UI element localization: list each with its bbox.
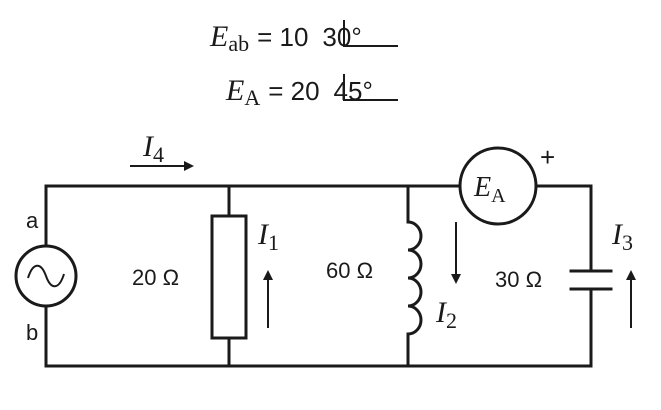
angle-bracket-ea [343, 74, 398, 101]
resistor-body [210, 214, 248, 340]
meter-circle [458, 146, 538, 226]
sine-wave-icon [27, 264, 65, 288]
current-i3: I3 [611, 218, 636, 328]
current-i2: I2 [435, 222, 461, 333]
terminal-a-label: a [26, 208, 39, 233]
meter-polarity-plus: + [540, 142, 555, 172]
resistor: 20 Ω [132, 214, 248, 340]
meter-ea: EA + [458, 142, 555, 226]
capacitor: 30 Ω [495, 267, 613, 292]
wiring [44, 184, 593, 368]
current-i1: I1 [257, 218, 279, 328]
current-i1-label: I1 [257, 218, 279, 255]
inductor-value-label: 60 Ω [326, 258, 373, 283]
current-i4: I4 [130, 130, 194, 171]
current-i2-label: I2 [435, 296, 457, 333]
ac-source: a b [14, 208, 78, 345]
resistor-value-label: 20 Ω [132, 265, 179, 290]
meter-label: EA [473, 172, 506, 207]
current-i4-label: I4 [142, 130, 164, 167]
inductor-coil [406, 220, 423, 336]
angle-bracket-eab [343, 20, 398, 47]
capacitor-value-label: 30 Ω [495, 267, 542, 292]
inductor: 60 Ω [326, 220, 423, 336]
current-i3-label: I3 [611, 218, 633, 255]
terminal-b-label: b [26, 320, 38, 345]
